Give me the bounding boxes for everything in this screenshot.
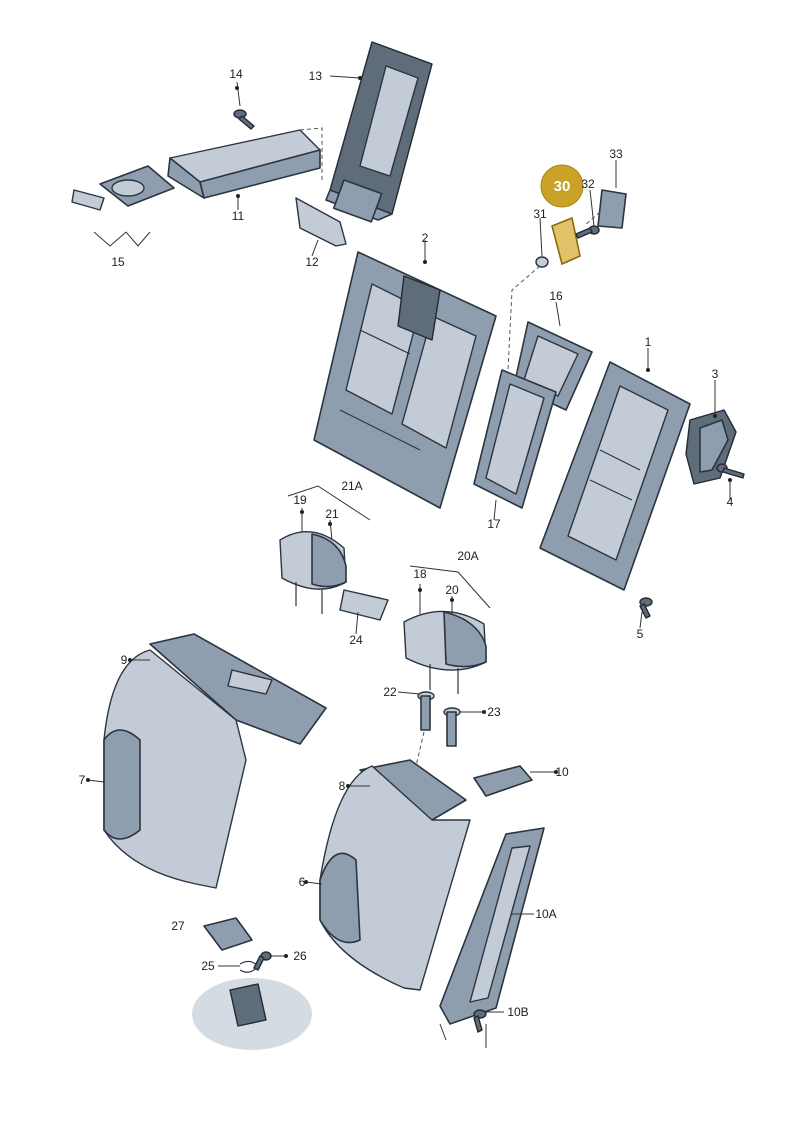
- label-3[interactable]: 3: [712, 367, 719, 381]
- part-31-washer[interactable]: [535, 256, 549, 268]
- label-20[interactable]: 20: [445, 583, 459, 597]
- label-15[interactable]: 15: [111, 255, 125, 269]
- part-32-screw[interactable]: [575, 225, 600, 239]
- label-31[interactable]: 31: [533, 207, 547, 221]
- part-15-cupholder[interactable]: [71, 165, 175, 247]
- label-6[interactable]: 6: [299, 875, 306, 889]
- label-26[interactable]: 26: [293, 949, 307, 963]
- label-13[interactable]: 13: [309, 69, 323, 83]
- part-5-screw[interactable]: [639, 597, 653, 619]
- label-32[interactable]: 32: [581, 177, 595, 191]
- label-12[interactable]: 12: [305, 255, 319, 269]
- highlight-badge-label: 30: [554, 178, 571, 195]
- part-10-cover[interactable]: [473, 765, 533, 797]
- part-2-backrest-frame-left[interactable]: [313, 251, 497, 509]
- part-30-bracket-highlighted[interactable]: [551, 216, 581, 266]
- part-labels: 14 13 11 15 12 2 31 32 33 16 1 3 4 17 5 …: [79, 67, 734, 1019]
- relation-line-30-to-2: [507, 265, 541, 371]
- part-1-backrest-frame-right[interactable]: [539, 361, 691, 591]
- part-27-release-handle[interactable]: [203, 917, 253, 951]
- label-25[interactable]: 25: [201, 959, 215, 973]
- label-4[interactable]: 4: [727, 495, 734, 509]
- leader-dots: [86, 76, 732, 958]
- label-10B[interactable]: 10B: [507, 1005, 528, 1019]
- label-11[interactable]: 11: [232, 209, 245, 223]
- part-19-headrest-left[interactable]: [279, 531, 347, 614]
- label-2[interactable]: 2: [422, 231, 429, 245]
- label-7[interactable]: 7: [79, 773, 86, 787]
- part-4-screw[interactable]: [716, 463, 745, 479]
- label-27[interactable]: 27: [171, 919, 185, 933]
- label-10[interactable]: 10: [555, 765, 569, 779]
- lock-detail-view: [192, 978, 312, 1050]
- part-22-guide[interactable]: [417, 691, 435, 731]
- highlight-badge-30[interactable]: 30: [540, 164, 584, 208]
- label-16[interactable]: 16: [549, 289, 563, 303]
- part-26-screw[interactable]: [253, 951, 272, 971]
- label-9[interactable]: 9: [121, 653, 128, 667]
- label-24[interactable]: 24: [349, 633, 363, 647]
- label-18[interactable]: 18: [413, 567, 427, 581]
- part-11-armrest-cushion[interactable]: [167, 127, 323, 199]
- relation-line-22-to-8: [415, 731, 425, 767]
- label-33[interactable]: 33: [609, 147, 623, 161]
- label-23[interactable]: 23: [487, 705, 501, 719]
- part-9-seat-cover-top-left[interactable]: [149, 633, 327, 745]
- label-21A[interactable]: 21A: [341, 479, 362, 493]
- label-10A[interactable]: 10A: [535, 907, 556, 921]
- label-20A[interactable]: 20A: [457, 549, 478, 563]
- part-17-frame-panel[interactable]: [473, 369, 557, 509]
- part-7-seat-cover-left[interactable]: [103, 649, 247, 889]
- label-14[interactable]: 14: [229, 67, 243, 81]
- part-23-guide[interactable]: [443, 707, 461, 747]
- label-22[interactable]: 22: [383, 685, 397, 699]
- label-1[interactable]: 1: [645, 335, 652, 349]
- label-19[interactable]: 19: [293, 493, 307, 507]
- relation-line-33-to-32: [583, 211, 601, 227]
- part-14-screw[interactable]: [233, 109, 255, 130]
- part-24-trim[interactable]: [339, 589, 389, 621]
- part-12-cover-flap[interactable]: [295, 197, 347, 247]
- label-21[interactable]: 21: [325, 507, 339, 521]
- label-5[interactable]: 5: [637, 627, 644, 641]
- label-17[interactable]: 17: [487, 517, 501, 531]
- part-33-cap[interactable]: [597, 189, 627, 229]
- part-13-armrest-housing[interactable]: [325, 41, 433, 223]
- part-6-seat-cover-right[interactable]: [319, 765, 471, 991]
- part-18-headrest-right[interactable]: [403, 610, 487, 694]
- label-8[interactable]: 8: [339, 779, 346, 793]
- part-10B-screw[interactable]: [473, 1009, 487, 1033]
